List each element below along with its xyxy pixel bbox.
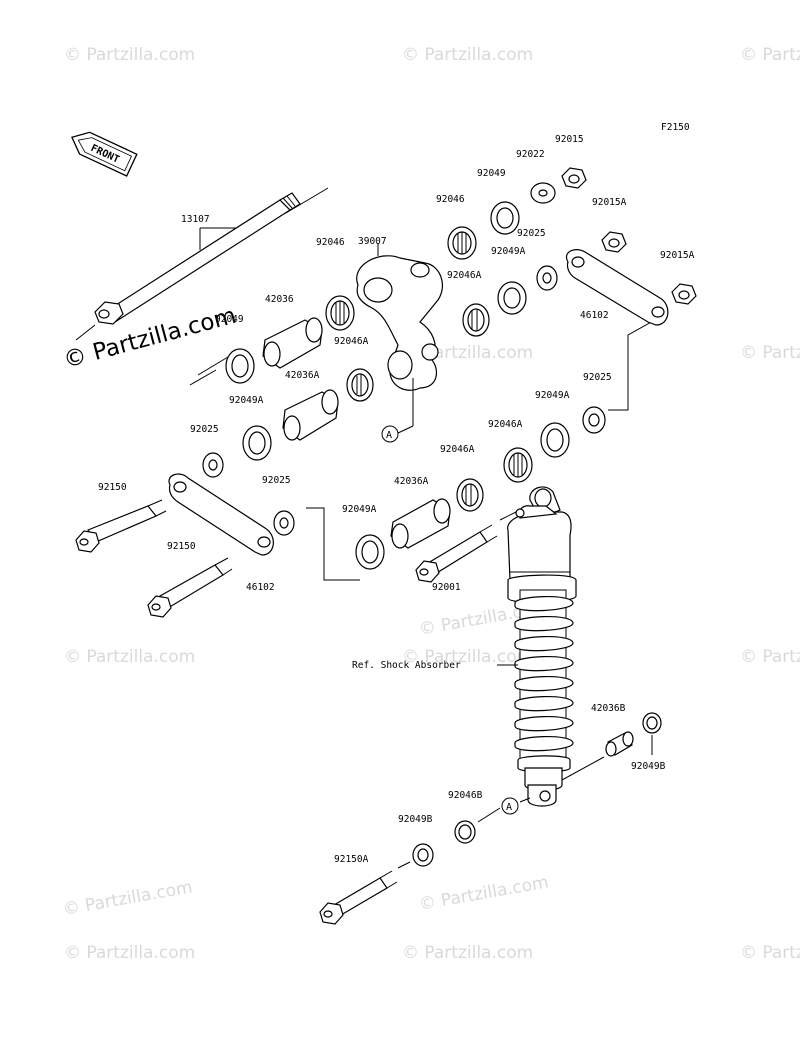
nut-92015A-a: [601, 231, 627, 253]
nut-92015: [561, 167, 587, 189]
collar-42036A-mid: [282, 389, 339, 441]
part-label-92150A: 92150A: [334, 854, 369, 865]
reference-marker-a: A: [501, 797, 519, 815]
watermark: © Partzilla.com: [740, 343, 800, 363]
part-label-92015A-a: 92015A: [592, 197, 627, 208]
part-label-39007: 39007: [358, 236, 387, 247]
part-label-13107: 13107: [181, 214, 210, 225]
bearing-92046-top: [447, 226, 477, 260]
washer-92025-right: [582, 406, 606, 434]
watermark: © Partzilla.com: [64, 647, 195, 667]
watermark: © Partzilla.com: [402, 647, 533, 667]
bearing-92046: [325, 295, 355, 331]
part-label-92046A-right: 92046A: [488, 419, 523, 430]
seal-92049B-left: [412, 843, 434, 867]
part-label-92025-mid: 92025: [262, 475, 291, 486]
watermark: © Partzilla.com: [402, 943, 533, 963]
part-label-92046A-low: 92046A: [440, 444, 475, 455]
bolt-92150A: [319, 861, 411, 925]
watermark: © Partzilla.com: [64, 45, 195, 65]
reference-label: A: [386, 430, 392, 441]
seal-92049: [225, 348, 255, 384]
seal-92049A-right: [540, 422, 570, 458]
bearing-92046A-low: [456, 478, 484, 512]
partzilla-watermark-main: © Partzilla.com: [61, 303, 239, 374]
link-46102-top: [565, 249, 669, 326]
part-label-92025-left: 92025: [190, 424, 219, 435]
part-label-92049A-left: 92049A: [229, 395, 264, 406]
shock-absorber: [507, 486, 605, 807]
part-label-92046A-mid: 92046A: [334, 336, 369, 347]
shock-reference-label: Ref. Shock Absorber: [352, 660, 461, 671]
rocker-arm-39007: [356, 243, 443, 434]
reference-label: A: [506, 802, 512, 813]
leader-line: [306, 507, 360, 581]
nut-92015A-b: [671, 283, 697, 305]
washer-92025-mid: [273, 510, 295, 536]
seal-92049B-right: [642, 712, 662, 734]
figure-code: F2150: [661, 122, 690, 133]
part-label-92049A-top: 92049A: [491, 246, 526, 257]
part-label-92046-top: 92046: [436, 194, 465, 205]
collar-42036B: [605, 731, 634, 757]
part-label-92025-right: 92025: [583, 372, 612, 383]
seal-92049A-mid: [355, 534, 385, 570]
watermark: © Partzilla.com: [417, 872, 550, 914]
leader-line: [197, 356, 229, 376]
part-label-92049A-right: 92049A: [535, 390, 570, 401]
bolt-92150-a: [75, 499, 167, 553]
seal-92049A-top: [497, 281, 527, 315]
part-label-42036B: 42036B: [591, 703, 626, 714]
bearing-92046A-mid: [346, 368, 374, 402]
collar-42036: [262, 317, 323, 369]
watermark: © Partzilla.com: [740, 943, 800, 963]
leader-line: [608, 314, 665, 411]
part-label-92022: 92022: [516, 149, 545, 160]
bearing-92046A-top: [462, 303, 490, 337]
seal-92049-top: [490, 201, 520, 235]
part-label-92049-top: 92049: [477, 168, 506, 179]
part-label-46102-top: 46102: [580, 310, 609, 321]
watermark: © Partzilla.com: [61, 877, 194, 919]
part-label-42036A-low: 42036A: [394, 476, 429, 487]
part-label-92049B-left: 92049B: [398, 814, 433, 825]
link-46102-low: [168, 473, 274, 556]
part-label-92150-a: 92150: [98, 482, 127, 493]
watermark: © Partzilla.com: [64, 943, 195, 963]
part-label-92049-left: 92049: [215, 314, 244, 325]
leader-line: [477, 807, 501, 823]
part-label-92046B: 92046B: [448, 790, 483, 801]
bearing-92046B: [454, 820, 476, 844]
bearing-92046A-right: [503, 447, 533, 483]
watermark: © Partzilla.com: [740, 45, 800, 65]
watermark: © Partzilla.com: [402, 45, 533, 65]
part-label-92046A-top: 92046A: [447, 270, 482, 281]
part-label-92025-top: 92025: [517, 228, 546, 239]
part-label-92049B-right: 92049B: [631, 761, 666, 772]
part-label-92049A-mid: 92049A: [342, 504, 377, 515]
part-label-92150-b: 92150: [167, 541, 196, 552]
collar-42036A-low: [390, 498, 451, 549]
reference-marker-a: A: [381, 425, 399, 443]
part-label-92015: 92015: [555, 134, 584, 145]
seal-92049A-left: [242, 425, 272, 461]
bolt-92150-b: [147, 557, 233, 618]
part-label-42036A-mid: 42036A: [285, 370, 320, 381]
front-arrow-icon: FRONT: [71, 131, 138, 177]
washer-92025-top: [536, 265, 558, 291]
washer-92025-left: [202, 452, 224, 478]
part-label-92001: 92001: [432, 582, 461, 593]
part-label-46102-low: 46102: [246, 582, 275, 593]
part-label-42036: 42036: [265, 294, 294, 305]
shaft-13107: [75, 187, 329, 386]
leader-line: [519, 797, 531, 803]
part-label-92015A-b: 92015A: [660, 250, 695, 261]
washer-92022: [530, 182, 556, 204]
watermark: © Partzilla.com: [740, 647, 800, 667]
bolt-92001: [415, 509, 521, 583]
part-label-92046: 92046: [316, 237, 345, 248]
